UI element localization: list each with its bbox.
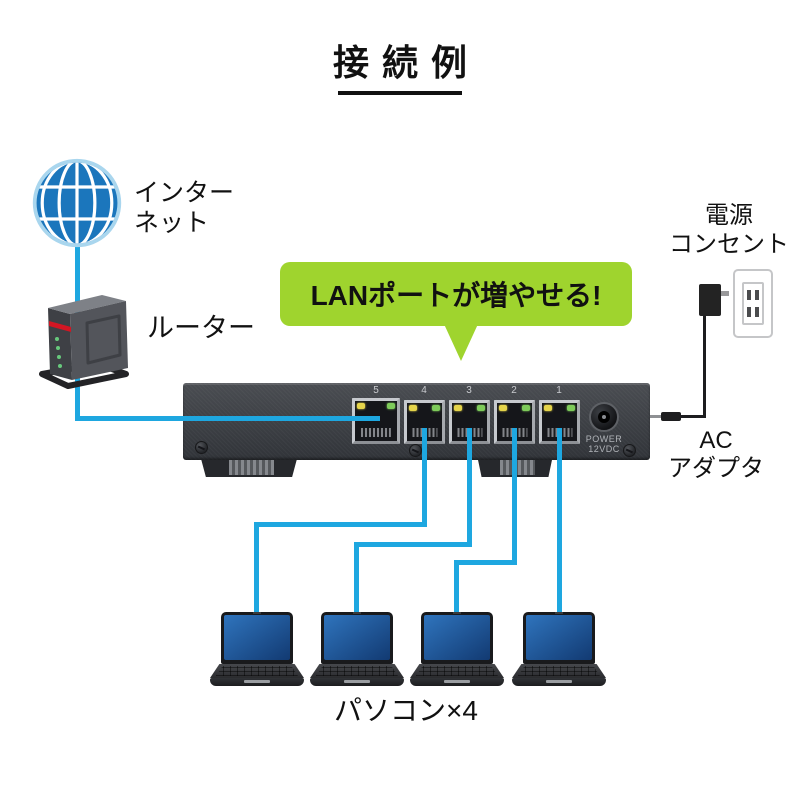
computers-label: パソコン×4 <box>334 695 478 726</box>
outlet-socket <box>747 290 759 301</box>
laptop-base <box>410 678 504 686</box>
switch-foot-left <box>200 455 298 477</box>
switch-bracket <box>499 459 535 475</box>
dc-plug-barrel <box>661 412 681 421</box>
port-led-green <box>522 405 530 411</box>
router-label: ルーター <box>147 313 255 343</box>
laptop-screen <box>321 612 393 664</box>
callout-tail <box>444 324 478 361</box>
port-led-green <box>387 403 395 409</box>
laptop-screen <box>421 612 493 664</box>
outlet-socket <box>747 306 759 317</box>
switch-bracket <box>229 459 275 475</box>
laptop-base <box>210 678 304 686</box>
port-number: 4 <box>421 385 427 396</box>
cable-internet-to-port5 <box>75 416 380 421</box>
lan-port-5 <box>352 398 400 444</box>
port-led-yellow <box>454 405 462 411</box>
laptop-3 <box>410 612 504 686</box>
dc-jack-pin <box>602 415 606 419</box>
ac-adapter-label: AC アダプタ <box>668 427 764 482</box>
screw-icon <box>409 444 422 457</box>
laptop-screen <box>523 612 595 664</box>
wall-outlet-icon <box>733 269 773 338</box>
cable-port2-to-pc3 <box>454 560 459 614</box>
power-jack-label: POWER 12VDC <box>585 434 623 454</box>
laptop-keyboard <box>310 664 404 678</box>
cable-port1-to-pc4 <box>557 428 562 614</box>
ac-adapter-prong <box>721 291 729 296</box>
dc-power-jack <box>589 402 619 432</box>
cable-port2-drop <box>512 428 517 565</box>
port-number: 3 <box>466 385 472 396</box>
lan-switch: 5 4 3 2 1 <box>183 383 650 460</box>
port-led-yellow <box>357 403 365 409</box>
adapter-cord-horizontal <box>668 415 706 418</box>
port-led-yellow <box>409 405 417 411</box>
internet-globe-icon <box>32 158 122 248</box>
rj45-pins <box>360 428 392 437</box>
port-number: 1 <box>556 385 562 396</box>
cable-port4-drop <box>422 428 427 527</box>
title-underline <box>338 91 462 95</box>
port-number: 2 <box>511 385 517 396</box>
internet-label: インター ネット <box>134 179 235 237</box>
ac-adapter-plug <box>699 284 721 316</box>
cable-port3-to-pc2 <box>354 542 359 614</box>
screw-icon <box>195 441 208 454</box>
laptop-base <box>310 678 404 686</box>
port-led-yellow <box>499 405 507 411</box>
port-led-yellow <box>544 405 552 411</box>
adapter-cord-vertical <box>703 316 706 417</box>
router-icon <box>39 295 129 389</box>
cable-port2-run <box>454 560 517 565</box>
port-led-green <box>477 405 485 411</box>
port-led-green <box>567 405 575 411</box>
laptop-4 <box>512 612 606 686</box>
port-led-green <box>432 405 440 411</box>
laptop-screen <box>221 612 293 664</box>
dc-plug-tip <box>650 415 661 418</box>
laptop-keyboard <box>410 664 504 678</box>
cable-port3-drop <box>467 428 472 547</box>
port-number: 5 <box>373 385 379 396</box>
laptop-1 <box>210 612 304 686</box>
cable-port4-run <box>254 522 427 527</box>
outlet-faceplate <box>742 282 764 325</box>
dc-jack-hole <box>598 411 610 423</box>
laptop-base <box>512 678 606 686</box>
laptop-keyboard <box>512 664 606 678</box>
outlet-label: 電源 コンセント <box>669 202 789 258</box>
callout-bubble: LANポートが増やせる! <box>280 262 632 326</box>
cable-port4-to-pc1 <box>254 522 259 614</box>
cable-port3-run <box>354 542 472 547</box>
screw-icon <box>623 444 636 457</box>
laptop-2 <box>310 612 404 686</box>
page-title: 接続例 <box>332 42 480 83</box>
laptop-keyboard <box>210 664 304 678</box>
